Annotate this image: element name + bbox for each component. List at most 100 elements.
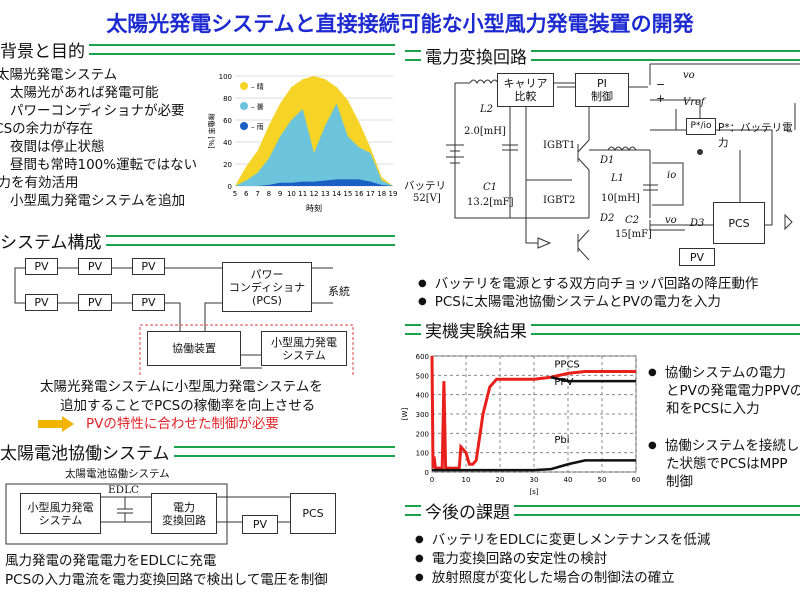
x-tick-label: 8 xyxy=(267,190,271,198)
y-tick-label: 0 xyxy=(228,183,232,191)
d3-label: D3 xyxy=(690,218,705,229)
legend-label: – 曇 xyxy=(251,103,264,111)
l1-value: 10[mH] xyxy=(601,193,640,204)
list-item: 夜間は停止状態 xyxy=(10,139,105,155)
pv-box: PV xyxy=(132,294,165,311)
future-item: 電力変換回路の安定性の検討 xyxy=(415,550,608,568)
list-item: PCSの余力が存在 xyxy=(0,121,94,137)
igbt1-label: IGBT1 xyxy=(543,140,576,151)
wind-system-box: 小型風力発電 システム xyxy=(20,493,101,534)
section-heading-background: 背景と目的 xyxy=(0,37,395,62)
pv-box: PV xyxy=(132,258,165,275)
pv-box: PV xyxy=(25,294,58,311)
pcs-box: PCS xyxy=(713,202,765,244)
carrier-compare-box: キャリア 比較 xyxy=(497,73,554,107)
x-tick-label: 11 xyxy=(298,190,307,198)
x-tick-label: 19 xyxy=(389,190,398,198)
cooperation-device-box: 協働装置 xyxy=(147,331,241,366)
grid-label: 系統 xyxy=(328,285,350,298)
solar-coop-diagram-lines xyxy=(5,483,290,545)
legend-label: – 雨 xyxy=(251,123,264,131)
heading-text: 太陽電池協働システム xyxy=(0,444,170,464)
plus-sign: + xyxy=(656,92,666,105)
y-tick-label: 200 xyxy=(416,430,429,438)
pv-box: PV xyxy=(242,515,278,534)
heading-text: 電力変換回路 xyxy=(425,48,527,68)
legend-icon xyxy=(240,122,248,130)
solar-coop-frame-label: 太陽電池協働システム xyxy=(65,468,170,480)
y-tick-label: 20 xyxy=(223,161,232,169)
arrow-icon xyxy=(38,416,74,432)
x-tick-label: 12 xyxy=(310,190,319,198)
minus-sign: − xyxy=(656,78,666,91)
c2-value: 15[mF] xyxy=(615,229,652,240)
battery-voltage: 52[V] xyxy=(413,193,441,204)
result-bullet-2: 協働システムを接続し た状態でPCSはMPP 制御 xyxy=(648,437,800,491)
divider xyxy=(405,505,421,516)
pv-box: PV xyxy=(78,258,112,275)
pv-box: PV xyxy=(25,258,58,275)
y-axis-label: [W] xyxy=(401,408,409,421)
area-曇 xyxy=(235,103,393,186)
future-item: バッテリをEDLCに変更しメンテナンスを低減 xyxy=(415,531,711,549)
x-tick-label: 13 xyxy=(321,190,330,198)
result-bullet-1: 協働システムの電力 とPVの発電電力PPVの 和をPCSに入力 xyxy=(648,364,800,418)
x-tick-label: 15 xyxy=(343,190,352,198)
system-diagram-lines xyxy=(14,267,354,375)
future-item: 放射照度が変化した場合の制御法の確立 xyxy=(415,569,675,587)
list-item: 太陽光発電システム xyxy=(0,67,118,83)
text-line: とPVの発電電力PPVの xyxy=(666,383,800,399)
divider xyxy=(531,50,800,61)
text-line: 協働システムを接続し xyxy=(648,437,800,455)
section-heading-circuit: 電力変換回路 xyxy=(405,43,800,68)
power-ref-box: P*/io xyxy=(686,118,716,135)
divider xyxy=(405,324,421,335)
igbt2-label: IGBT2 xyxy=(543,195,576,206)
list-item: 小型風力発電システムを追加 xyxy=(10,193,186,209)
list-item: 余力を有効活用 xyxy=(0,175,79,191)
x-tick-label: 18 xyxy=(377,190,386,198)
x-axis-label: [s] xyxy=(529,488,538,496)
circuit-bullet: PCSに太陽電池協働システムとPVの電力を入力 xyxy=(418,293,721,311)
divider xyxy=(531,324,800,335)
heading-text: 背景と目的 xyxy=(0,42,85,62)
x-tick-label: 60 xyxy=(632,476,641,484)
heading-text: 今後の課題 xyxy=(425,503,510,523)
x-tick-label: 9 xyxy=(278,190,282,198)
y-tick-label: 500 xyxy=(416,372,429,380)
circuit-bullet: バッテリを電源とする双方向チョッパ回路の降圧動作 xyxy=(418,275,759,293)
l1-label: L1 xyxy=(611,173,625,184)
background-list: 太陽光発電システム 太陽光があれば発電可能 パワーコンディショナが必要 PCSの… xyxy=(0,66,197,210)
c1-label: C1 xyxy=(483,182,498,193)
c1-value: 13.2[mF] xyxy=(467,197,514,208)
y-tick-label: 100 xyxy=(219,73,232,81)
y-tick-label: 400 xyxy=(416,392,429,400)
text-line: た状態でPCSはMPP xyxy=(666,456,788,472)
x-tick-label: 20 xyxy=(496,476,505,484)
heading-text: システム構成 xyxy=(0,233,102,253)
x-tick-label: 10 xyxy=(287,190,296,198)
d2-label: D2 xyxy=(600,213,615,224)
y-tick-label: 40 xyxy=(223,139,232,147)
poster-title: 太陽光発電システムと直接接続可能な小型風力発電装置の開発 xyxy=(106,12,694,36)
pv-box: PV xyxy=(679,248,715,266)
divider xyxy=(89,44,395,55)
vo-capacitor-label: vo xyxy=(665,215,677,226)
x-tick-label: 7 xyxy=(255,190,259,198)
vref-label: Vref xyxy=(683,97,705,108)
pcs-box: パワー コンディショナ (PCS) xyxy=(222,262,312,312)
x-tick-label: 16 xyxy=(355,190,364,198)
x-tick-label: 17 xyxy=(366,190,375,198)
divider xyxy=(514,505,800,516)
pcs-box: PCS xyxy=(290,493,336,534)
x-tick-label: 30 xyxy=(530,476,539,484)
system-requirement-text: PVの特性に合わせた制御が必要 xyxy=(86,416,279,432)
system-text-2: 追加することでPCSの稼働率を向上させる xyxy=(60,398,316,414)
divider xyxy=(105,235,395,246)
x-tick-label: 40 xyxy=(564,476,573,484)
y-tick-label: 600 xyxy=(416,353,429,361)
vo-label: vo xyxy=(683,70,695,81)
pv-box: PV xyxy=(78,294,112,311)
